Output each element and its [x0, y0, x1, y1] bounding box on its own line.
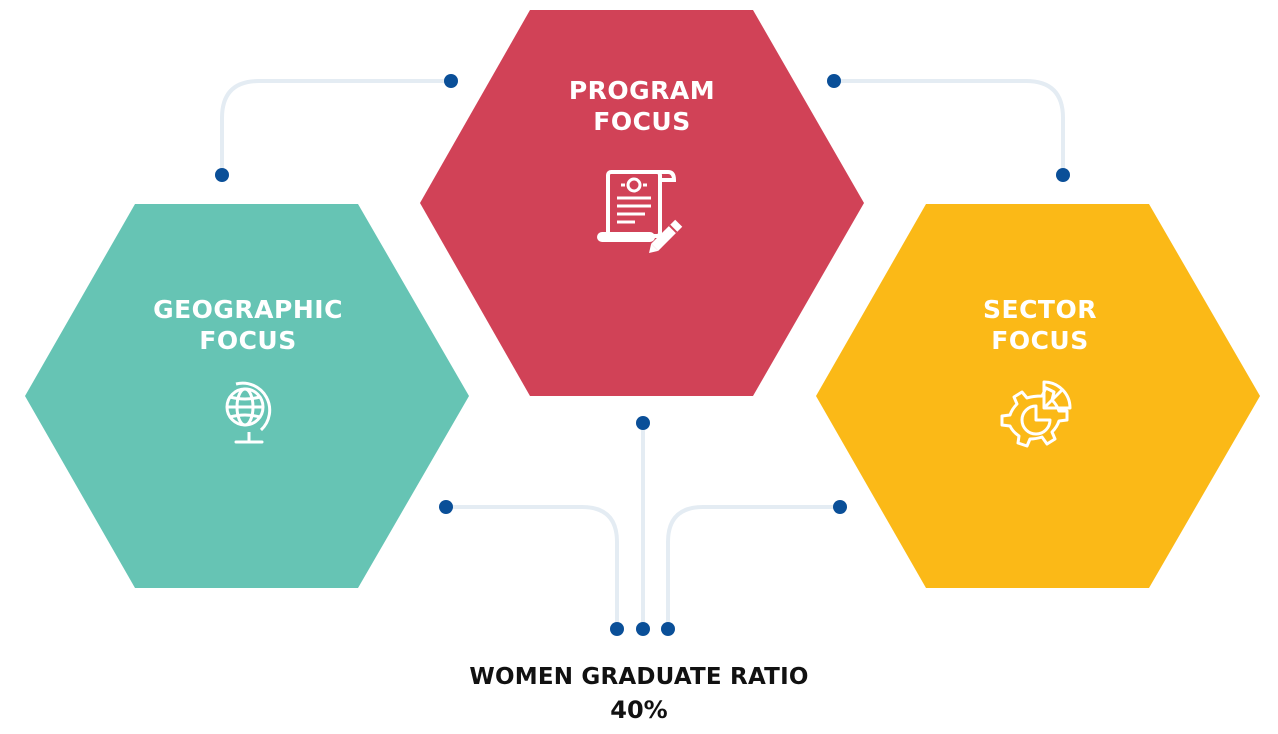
connector-dot: [1056, 168, 1070, 182]
program-focus-title-line1: PROGRAM: [569, 76, 715, 105]
connector-geographic-program: [220, 79, 453, 177]
connector-dot: [827, 74, 841, 88]
certificate-pen-icon: [597, 170, 683, 253]
geographic-focus-title-line2: FOCUS: [199, 326, 296, 355]
connector-geographic-result: [444, 505, 619, 631]
sector-focus-title-line2: FOCUS: [991, 326, 1088, 355]
globe-icon: [225, 381, 272, 444]
sector-focus-title-line1: SECTOR: [983, 295, 1097, 324]
program-focus-hexagon: [420, 10, 864, 396]
connector-dot: [215, 168, 229, 182]
connector-dot: [661, 622, 675, 636]
result-title: WOMEN GRADUATE RATIO: [469, 664, 809, 690]
gear-pie-chart-icon: [1000, 380, 1072, 448]
connector-dot: [439, 500, 453, 514]
geographic-focus-hexagon: [25, 204, 469, 588]
connector-dot: [610, 622, 624, 636]
connector-dot: [833, 500, 847, 514]
connector-lines: [220, 79, 1065, 631]
geographic-focus-title-line1: GEOGRAPHIC: [153, 295, 343, 324]
result-value: 40%: [610, 696, 668, 724]
connector-dot: [636, 622, 650, 636]
connector-dot: [636, 416, 650, 430]
connector-dots: [215, 74, 1070, 636]
program-focus-title-line2: FOCUS: [593, 107, 690, 136]
connector-program-sector: [832, 79, 1065, 177]
connector-sector-result: [666, 505, 842, 631]
connector-dot: [444, 74, 458, 88]
